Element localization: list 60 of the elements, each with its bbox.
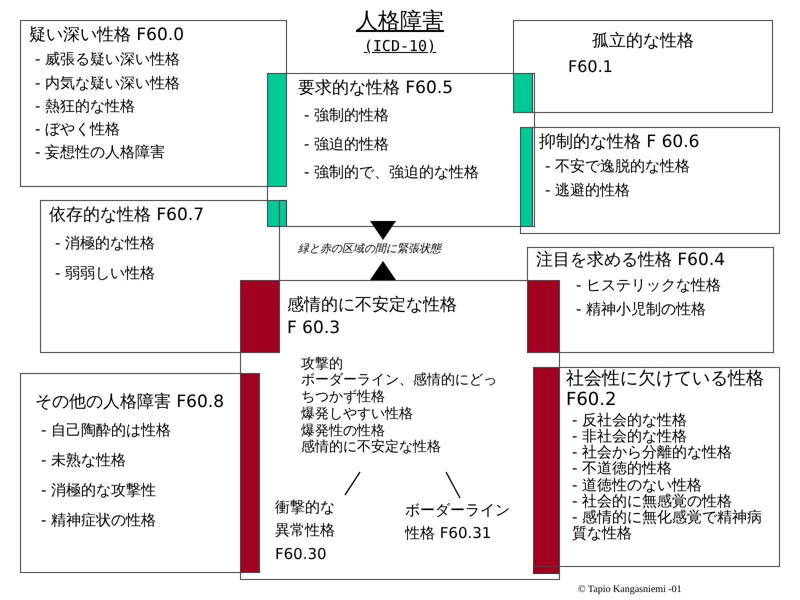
category-box	[240, 280, 560, 580]
list-item: 攻撃的	[300, 356, 344, 372]
list-item: - 威張る疑い深い性格	[34, 49, 182, 70]
list-item: - 精神症状の性格	[40, 510, 158, 532]
category-box	[533, 367, 780, 567]
category-heading: 抑制的な性格 F 60.6	[539, 132, 700, 154]
category-box	[520, 127, 780, 234]
list-item: - 逃避的性格	[544, 180, 632, 200]
list-item: ボーダーライン、感情的にどっちつかず性格	[300, 372, 498, 406]
list-item: - 反社会的な性格	[571, 412, 688, 428]
list-item: - 社会から分離的な性格	[571, 444, 734, 460]
subtype-text: ボーダーライン性格 F60.31	[404, 500, 511, 544]
note-text: 緑と赤の区域の間に緊張状態	[298, 241, 441, 256]
list-item: - 社会的に無感覚の性格	[571, 492, 732, 509]
list-item: - ぼやく性格	[34, 119, 122, 140]
list-item: - 強制的性格	[303, 105, 390, 126]
list-item: - 未熟な性格	[40, 450, 128, 472]
subtitle: (ICD-10)	[364, 37, 436, 55]
subtype-text: 衝撃的な異常性格	[274, 497, 335, 542]
list-item: - 道徳性のない性格	[571, 476, 702, 493]
category-box	[267, 73, 535, 227]
diagram-title: 人格障害	[356, 8, 444, 36]
list-item: 感情的に不安定な性格	[300, 439, 442, 456]
category-heading: 依存的な性格 F60.7	[49, 205, 206, 226]
list-item: - 妄想性の人格障害	[34, 142, 166, 164]
list-item: - 消極的な攻撃性	[40, 480, 158, 502]
category-heading: 社会性に欠けている性格	[566, 370, 765, 389]
subtype-text: F60.30	[274, 544, 328, 564]
category-heading: 疑い深い性格 F60.0	[29, 25, 186, 46]
category-box	[527, 247, 774, 353]
category-box	[20, 20, 287, 187]
category-heading: 感情的に不安定な性格	[287, 295, 458, 316]
category-code: F60.1	[567, 56, 614, 78]
category-heading: F 60.3	[287, 318, 342, 340]
list-item: - 熱狂的な性格	[34, 96, 136, 117]
category-box	[40, 200, 280, 353]
leader-line	[445, 472, 461, 498]
list-item: - 強制的で、強迫的な性格	[303, 162, 480, 184]
list-item: 爆発性の性格	[300, 422, 386, 439]
category-box	[20, 373, 260, 573]
list-item: - 自己陶酔的は性格	[40, 420, 172, 442]
list-item: - 不道徳的性格	[571, 460, 674, 477]
list-item: 爆発しやすい性格	[300, 406, 414, 423]
list-item: - 感情的に無化感覚で精神病質な性格	[571, 508, 764, 542]
category-heading: 注目を求める性格 F60.4	[536, 250, 726, 272]
list-item: - 不安で逸脱的な性格	[544, 156, 692, 178]
list-item: - 強迫的性格	[303, 134, 390, 155]
category-heading: 要求的な性格 F60.5	[298, 78, 454, 100]
list-item: - ヒステリックな性格	[575, 275, 722, 296]
list-item: - 弱弱しい性格	[54, 263, 156, 284]
category-heading: 孤立的な性格	[591, 31, 695, 52]
category-heading: その他の人格障害 F60.8	[35, 392, 226, 414]
copyright-text: © Tapio Kangasniemi -01	[578, 584, 682, 595]
list-item: - 消極的な性格	[54, 233, 156, 254]
list-item: - 内気な疑い深い性格	[34, 72, 182, 94]
list-item: - 精神小児制の性格	[575, 299, 708, 320]
list-item: - 非社会的な性格	[571, 428, 688, 444]
category-box	[513, 20, 773, 113]
leader-line	[344, 472, 361, 496]
category-heading: F60.2	[566, 390, 618, 410]
